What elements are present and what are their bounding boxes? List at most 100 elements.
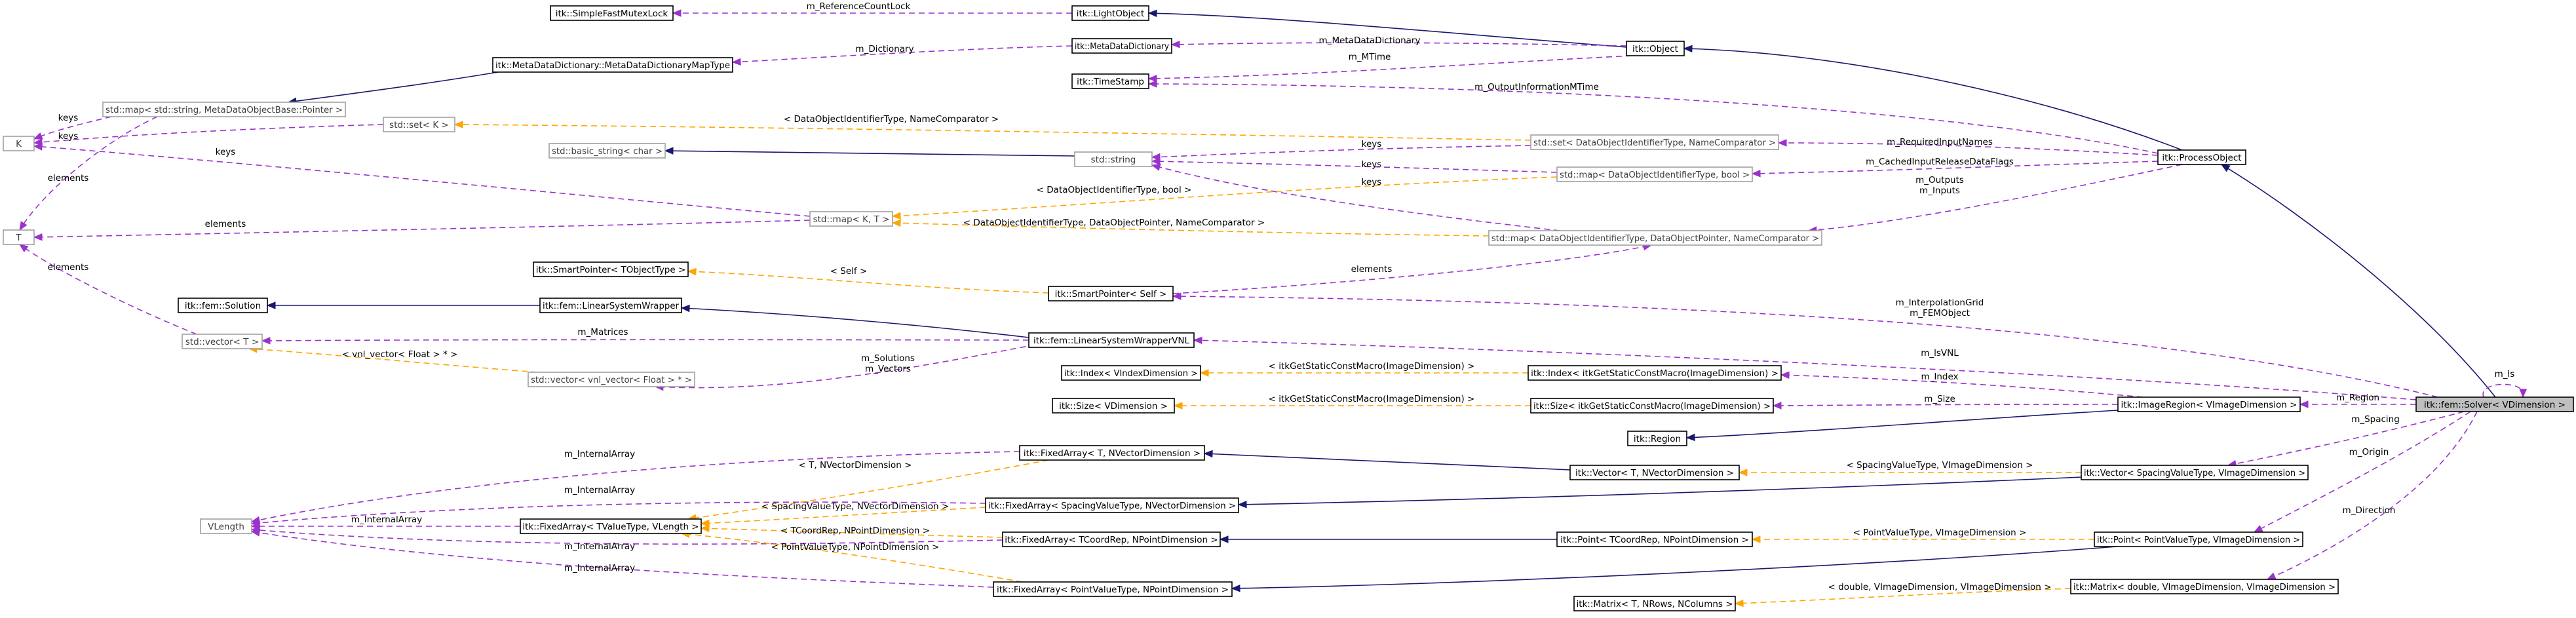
- node-std-vector-vnl-vector-float[interactable]: std::vector< vnl_vector< Float > * >: [528, 372, 695, 387]
- node-itk-metadatadictionary[interactable]: itk::MetaDataDictionary: [1071, 38, 1172, 54]
- node-std-basic-string-char[interactable]: std::basic_string< char >: [548, 143, 666, 159]
- node-itk-imageregion-vimagedimension[interactable]: itk::ImageRegion< VImageDimension >: [2117, 396, 2301, 412]
- node-std-map-std-string-metadataobjectbase-pointer[interactable]: std::map< std::string, MetaDataObjectBas…: [102, 102, 346, 117]
- node-itk-processobject[interactable]: itk::ProcessObject: [2157, 149, 2246, 165]
- node-box: [993, 581, 1233, 597]
- node-itk-point-pointvaluetype-vimagedimension[interactable]: itk::Point< PointValueType, VImageDimens…: [2094, 531, 2303, 547]
- arrowhead: [1147, 9, 1157, 18]
- node-std-set-k[interactable]: std::set< K >: [383, 117, 455, 132]
- node-std-vector-t[interactable]: std::vector< T >: [182, 334, 263, 349]
- node-itk-fem-solution[interactable]: itk::fem::Solution: [178, 298, 268, 313]
- edge-line: [251, 529, 1003, 545]
- node-std-map-k-t[interactable]: std::map< K, T >: [809, 211, 893, 227]
- arrowhead: [1780, 371, 1790, 379]
- inherit-edge: [287, 71, 499, 106]
- arrowhead: [1173, 402, 1183, 410]
- usage-edge: m_MetaDataDictionary: [1170, 35, 1627, 48]
- node-itk-fixedarray-tcoordrep-npointdimension[interactable]: itk::FixedArray< TCoordRep, NPointDimens…: [1002, 531, 1221, 547]
- node-std-string[interactable]: std::string: [1074, 151, 1153, 167]
- edge-line: [1148, 55, 1632, 79]
- node-itk-fem-linearsystemwrappervnl[interactable]: itk::fem::LinearSystemWrapperVNL: [1028, 332, 1195, 348]
- template-edge: < PointValueType, NPointDimension >: [680, 530, 1023, 583]
- edge-label: < DataObjectIdentifierType, NameComparat…: [784, 114, 999, 125]
- node-itk-matrix-t-nrows-ncolumns[interactable]: itk::Matrix< T, NRows, NColumns >: [1573, 596, 1736, 611]
- node-itk-fixedarray-spacingvaluetype-nvectordimension[interactable]: itk::FixedArray< SpacingValueType, NVect…: [985, 497, 1239, 513]
- node-label: itk::SmartPointer< TObjectType >: [536, 265, 686, 275]
- node-std-map-dataobjectidentifiertype-bool[interactable]: std::map< DataObjectIdentifierType, bool…: [1556, 166, 1753, 182]
- node-itk-vector-t-nvectordimension[interactable]: itk::Vector< T, NVectorDimension >: [1569, 465, 1740, 480]
- node-label: itk::Index< itkGetStaticConstMacro(Image…: [1531, 368, 1778, 379]
- node-box: [182, 334, 263, 349]
- node-itk-metadatadictionary-metadatadictionarymaptype[interactable]: itk::MetaDataDictionary::MetaDataDiction…: [492, 57, 733, 73]
- edge-label: keys: [1362, 139, 1382, 149]
- node-box: [1627, 431, 1687, 446]
- template-edge: < DataObjectIdentifierType, bool >: [891, 176, 1558, 220]
- usage-edge: m_Spacing: [2227, 411, 2465, 468]
- node-itk-lightobject[interactable]: itk::LightObject: [1071, 5, 1149, 21]
- node-itk-index-vindexdimension[interactable]: itk::Index< VIndexDimension >: [1061, 365, 1201, 381]
- edge-line: [248, 348, 538, 373]
- edge-line: [1773, 404, 2119, 406]
- usage-edge: m_CachedInputReleaseDataFlags: [1751, 157, 2159, 178]
- node-std-map-dataobjectidentifiertype-dataobjectpointer-namecomparator[interactable]: std::map< DataObjectIdentifierType, Data…: [1488, 230, 1822, 246]
- node-itk-timestamp[interactable]: itk::TimeStamp: [1071, 73, 1149, 89]
- node-itk-matrix-double-vimagedimension-vimagedimension[interactable]: itk::Matrix< double, VImageDimension, VI…: [2070, 579, 2339, 594]
- node-itk-smartpointer-self[interactable]: itk::SmartPointer< Self >: [1048, 286, 1174, 301]
- edge-label: m_ReferenceCountLock: [807, 1, 911, 12]
- edge-label: < DataObjectIdentifierType, DataObjectPo…: [963, 218, 1265, 228]
- edge-line: [892, 222, 1490, 237]
- node-box: [1028, 332, 1195, 348]
- node-box: [1071, 73, 1149, 89]
- edge-label: < itkGetStaticConstMacro(ImageDimension)…: [1269, 394, 1475, 404]
- node-itk-vector-spacingvaluetype-vimagedimension[interactable]: itk::Vector< SpacingValueType, VImageDim…: [2081, 465, 2309, 480]
- edge-label: m_Direction: [2343, 505, 2396, 516]
- edge-line: [1172, 244, 1652, 294]
- node-itk-fixedarray-pointvaluetype-npointdimension[interactable]: itk::FixedArray< PointValueType, NPointD…: [993, 581, 1233, 597]
- node-label: itk::fem::LinearSystemWrapper: [543, 301, 679, 311]
- edge-line: [2482, 383, 2524, 398]
- node-itk-smartpointer-tobjecttype[interactable]: itk::SmartPointer< TObjectType >: [533, 261, 689, 277]
- node-label: K: [16, 139, 22, 149]
- node-box: [520, 518, 702, 534]
- inherit-edge: [266, 301, 540, 309]
- node-itk-region[interactable]: itk::Region: [1627, 431, 1687, 446]
- edge-label: elements: [1351, 264, 1393, 275]
- edge-line: [1151, 164, 1560, 231]
- node-itk-fem-linearsystemwrapper[interactable]: itk::fem::LinearSystemWrapper: [539, 298, 682, 313]
- node-label: itk::MetaDataDictionary: [1075, 41, 1169, 52]
- template-edge: < TCoordRep, NPointDimension >: [700, 524, 1003, 538]
- node-label: itk::MetaDataDictionary::MetaDataDiction…: [495, 60, 730, 71]
- node-t[interactable]: T: [3, 229, 35, 245]
- inherit-edge: [1147, 9, 1627, 48]
- node-vlength[interactable]: VLength: [200, 518, 252, 534]
- edge-label: m_MTime: [1349, 52, 1391, 62]
- node-box: [1071, 38, 1172, 54]
- edge-line: [1735, 588, 2071, 604]
- node-label: itk::fem::Solution: [185, 301, 261, 311]
- arrowhead: [1147, 80, 1157, 88]
- node-itk-point-tcoordrep-npointdimension[interactable]: itk::Point< TCoordRep, NPointDimension >: [1556, 531, 1753, 547]
- node-box: [1569, 465, 1740, 480]
- arrowhead: [1751, 535, 1761, 543]
- arrowhead: [453, 121, 463, 128]
- node-box: [1052, 398, 1175, 414]
- node-box: [1002, 531, 1221, 547]
- node-itk-fem-solver-vdimension[interactable]: itk::fem::Solver< VDimension >: [2415, 396, 2574, 412]
- node-box: [2117, 396, 2301, 412]
- node-itk-size-vdimension[interactable]: itk::Size< VDimension >: [1052, 398, 1175, 414]
- node-itk-fixedarray-t-nvectordimension[interactable]: itk::FixedArray< T, NVectorDimension >: [1019, 445, 1205, 461]
- node-box: [528, 372, 695, 387]
- node-itk-object[interactable]: itk::Object: [1626, 41, 1685, 56]
- edge-label: < PointValueType, NPointDimension >: [771, 542, 940, 552]
- node-box: [200, 518, 252, 534]
- node-itk-simplefastmutexlock[interactable]: itk::SimpleFastMutexLock: [550, 5, 674, 21]
- arrowhead: [687, 267, 697, 276]
- node-k[interactable]: K: [3, 136, 35, 151]
- node-itk-fixedarray-tvaluetype-vlength[interactable]: itk::FixedArray< TValueType, VLength >: [520, 518, 702, 534]
- node-std-set-dataobjectidentifiertype-namecomparator[interactable]: std::set< DataObjectIdentifierType, Name…: [1530, 134, 1779, 150]
- node-itk-size-itkgetstaticconstmacro-imagedimension[interactable]: itk::Size< itkGetStaticConstMacro(ImageD…: [1530, 398, 1774, 414]
- edge-label: m_RequiredInputNames: [1887, 137, 1993, 147]
- node-itk-index-itkgetstaticconstmacro-imagedimension[interactable]: itk::Index< itkGetStaticConstMacro(Image…: [1528, 365, 1782, 381]
- node-box: [1556, 531, 1753, 547]
